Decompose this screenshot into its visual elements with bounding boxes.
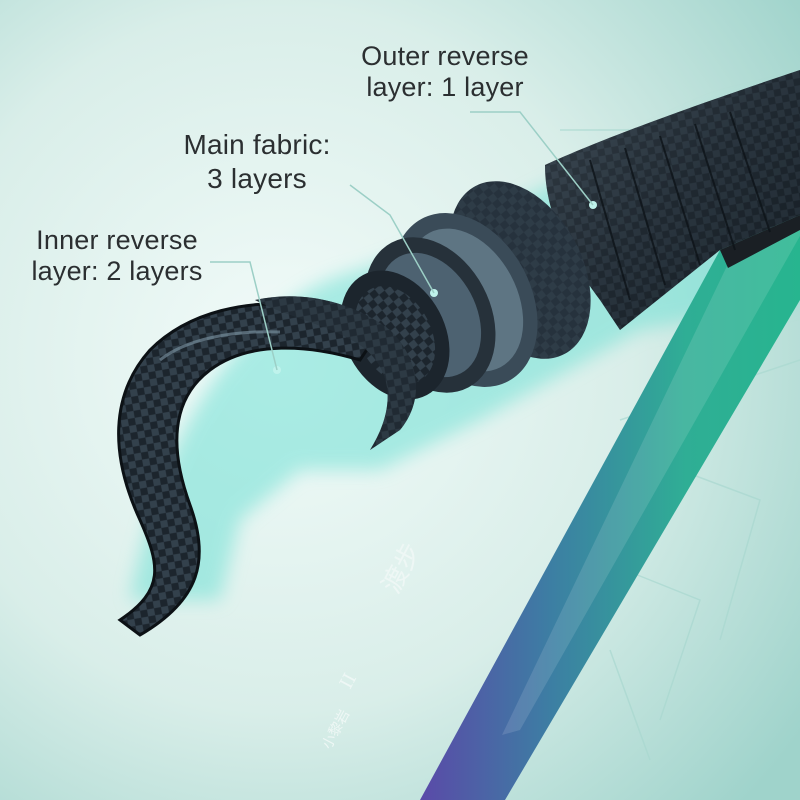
inner-reverse-layer-label: Inner reverse layer: 2 layers <box>12 225 222 287</box>
outer-leader-line <box>470 111 594 206</box>
inner-reverse-ribbon <box>117 296 417 637</box>
inner-leader-line <box>210 261 278 371</box>
outer-label-line2: layer: 1 layer <box>366 72 524 102</box>
inner-label-line1: Inner reverse <box>36 225 198 255</box>
outer-carbon-section <box>545 70 800 330</box>
main-label-line1: Main fabric: <box>183 129 331 160</box>
inner-label-line2: layer: 2 layers <box>31 256 203 286</box>
main-label-line2: 3 layers <box>207 163 307 194</box>
outer-reverse-layer-label: Outer reverse layer: 1 layer <box>330 41 560 103</box>
rod-shaft <box>420 215 800 800</box>
main-leader-line <box>349 184 435 294</box>
outer-label-line1: Outer reverse <box>361 41 529 71</box>
main-fabric-label: Main fabric: 3 layers <box>152 128 362 196</box>
